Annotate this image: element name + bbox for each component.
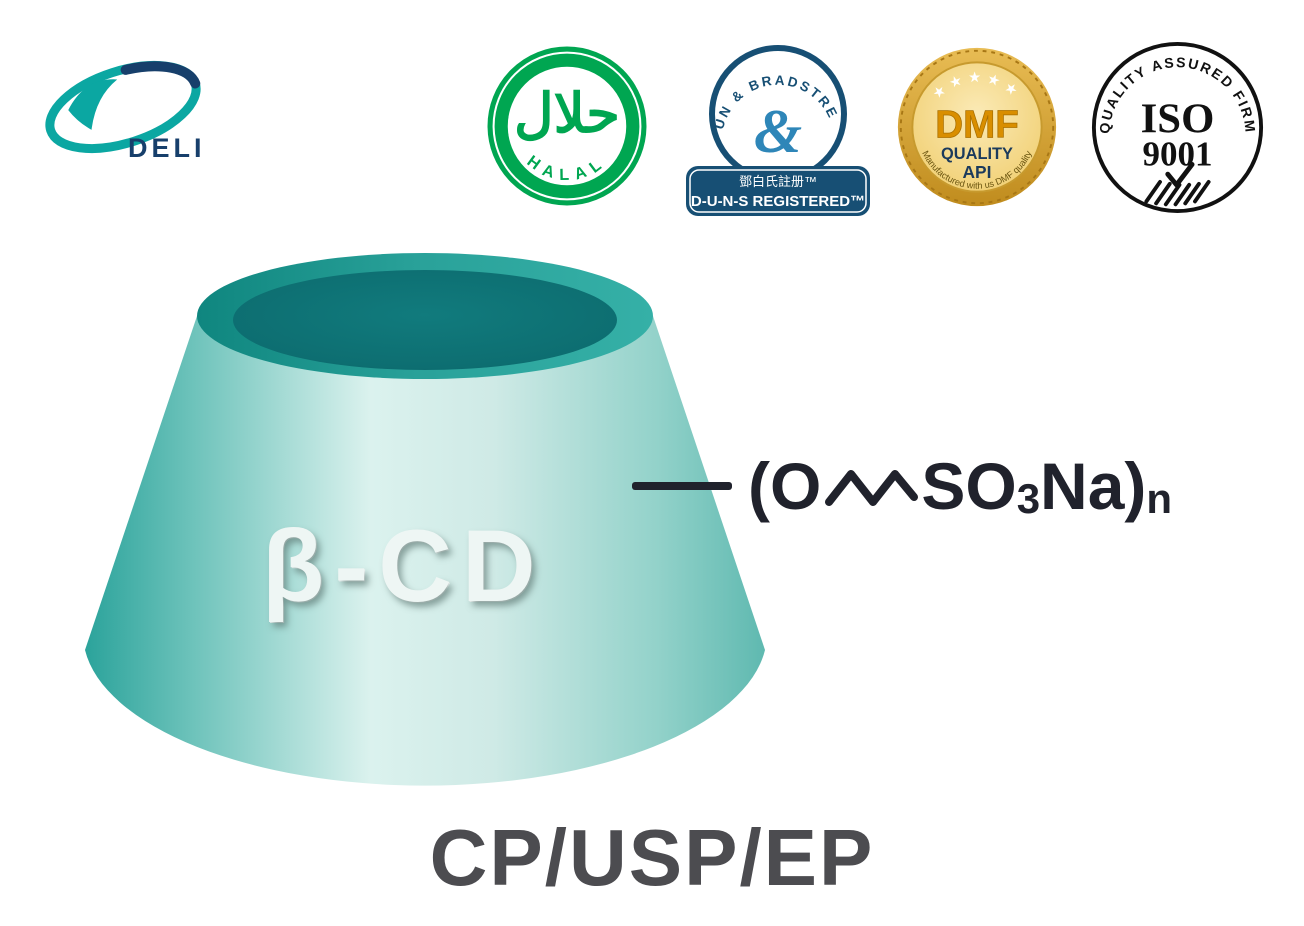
dmf-quality-label: QUALITY [941, 145, 1013, 163]
dnb-duns-label: D-U-N-S REGISTERED™ [691, 193, 865, 210]
substituent-formula: (O SO 3 Na) n [632, 448, 1172, 524]
iso-number: 9001 [1143, 134, 1213, 173]
formula-open: (O [748, 449, 822, 523]
formula-zigzag-icon [825, 470, 919, 506]
dnb-badge: DUN & BRADSTREET & 鄧白氏註册™ D-U-N-S REGIST… [672, 26, 870, 216]
dmf-api-label: API [963, 162, 992, 182]
dnb-chinese-text: 鄧白氏註册™ [739, 174, 817, 189]
cone-cavity [233, 270, 617, 370]
formula-bond-line [632, 482, 732, 490]
deli-leaf-icon [68, 79, 118, 130]
halal-badge: حلال HALAL [487, 46, 647, 206]
dnb-ampersand-icon: & [754, 98, 802, 166]
formula-sub3: 3 [1016, 475, 1041, 522]
formula-subn: n [1146, 475, 1173, 522]
iso-stripes-icon [1144, 179, 1211, 207]
dmf-badge: ★★★★★ DMF QUALITY API Manufactured with … [897, 47, 1057, 207]
halal-arabic-text: حلال [514, 83, 620, 144]
formula-so: SO [921, 449, 1017, 523]
iso-checkmark-icon [1165, 162, 1195, 188]
dmf-title: DMF [935, 104, 1019, 147]
cone-body [85, 316, 765, 786]
iso-title: ISO [1141, 95, 1215, 142]
deli-logo-text: DELI [128, 133, 206, 163]
cone-label: β-CD [262, 509, 546, 623]
deli-logo: DELI [45, 60, 206, 163]
grades-text: CP/USP/EP [429, 813, 875, 902]
iso-badge: QUALITY ASSURED FIRM ISO 9001 [1091, 41, 1264, 214]
formula-na: Na) [1040, 449, 1147, 523]
